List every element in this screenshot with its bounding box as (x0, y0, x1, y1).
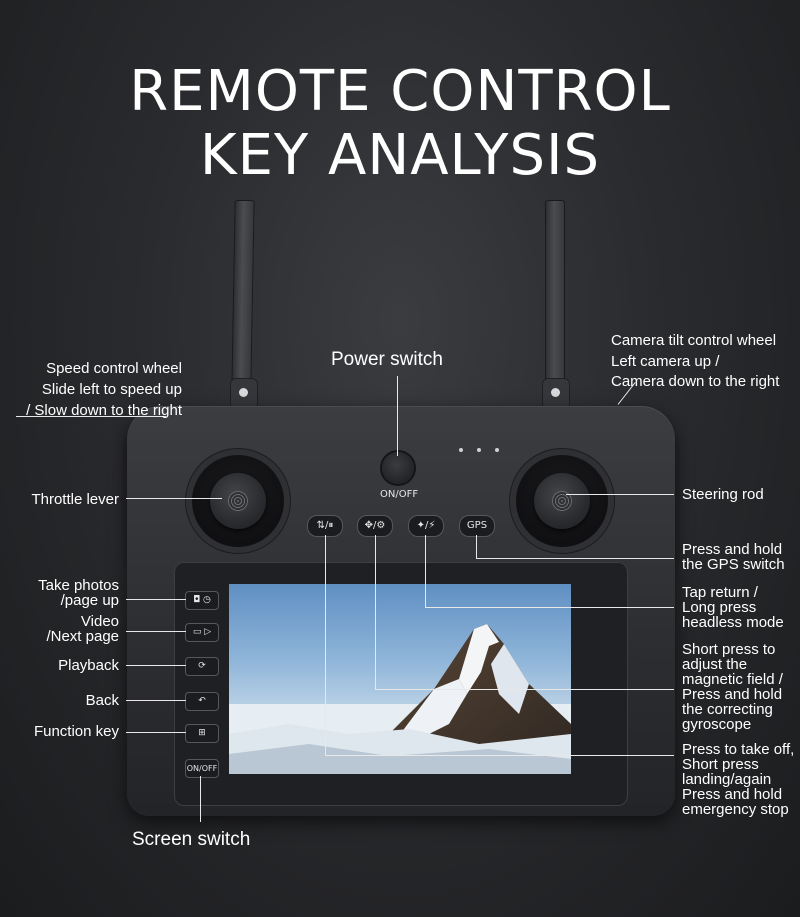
label-line: emergency stop (682, 801, 789, 818)
joystick-icon (210, 473, 266, 529)
joystick-icon (534, 473, 590, 529)
label-line: Short press to (682, 641, 776, 658)
throttle-stick[interactable] (192, 455, 284, 547)
leader-gps-h (476, 558, 674, 559)
steering-stick[interactable] (516, 455, 608, 547)
label-camera-tilt: Camera tilt control wheel Left camera up… (611, 331, 779, 393)
back-button[interactable]: ↶ (185, 692, 219, 711)
label-line: Tap return / (682, 584, 758, 601)
label-line: Press and hold (682, 786, 783, 803)
label-line: Video (80, 613, 119, 630)
label-tap-return: Tap return / Long press headless mode (682, 585, 784, 630)
leader-playback (126, 665, 186, 666)
leader-magnetic-v (375, 535, 376, 690)
leader-takeoff-h (325, 755, 674, 756)
label-line: Speed control wheel (46, 360, 182, 377)
leader-return-v (425, 535, 426, 608)
photo-page-up-button[interactable]: ◘ ◷ (185, 591, 219, 610)
indicator-dot (495, 448, 499, 452)
display-screen (229, 584, 571, 774)
label-line: Left camera up / (611, 352, 720, 370)
label-line: /Next page (46, 628, 119, 645)
label-power-switch: Power switch (331, 349, 443, 370)
label-function-key: Function key (33, 723, 119, 740)
leader-steering (566, 494, 674, 495)
label-throttle: Throttle lever (31, 491, 119, 508)
label-line: / Slow down to the right (26, 402, 182, 419)
leader-speed (16, 416, 166, 417)
label-line: landing/again (682, 771, 772, 788)
label-playback: Playback (58, 657, 119, 674)
label-line: headless mode (682, 614, 784, 631)
label-line: Press to take off, (682, 741, 795, 758)
label-take-photos: Take photos /page up (38, 578, 119, 608)
leader-gps-v (476, 535, 477, 559)
label-gps: Press and hold the GPS switch (682, 542, 785, 572)
leader-function (126, 732, 186, 733)
label-line: Slide left to speed up (41, 381, 182, 398)
label-back: Back (85, 692, 119, 709)
label-line: Press and hold (682, 541, 783, 558)
antenna-left-hinge (230, 378, 258, 410)
label-line: the correcting (682, 701, 773, 718)
label-take-off: Press to take off, Short press landing/a… (682, 742, 794, 817)
video-next-page-button[interactable]: ▭ ▷ (185, 623, 219, 642)
leader-screen-switch (200, 776, 201, 822)
gps-button[interactable]: GPS (459, 515, 495, 537)
leader-photo (126, 599, 186, 600)
label-video: Video /Next page (46, 614, 119, 644)
leader-takeoff-v (325, 535, 326, 756)
power-caption: ON/OFF (380, 489, 419, 500)
leader-throttle (126, 498, 222, 499)
label-line: Short press (682, 756, 759, 773)
label-line: Press and hold (682, 686, 783, 703)
label-line: adjust the (682, 656, 748, 673)
leader-magnetic-h (375, 689, 674, 690)
label-line: the GPS switch (682, 556, 785, 573)
indicator-dot (459, 448, 463, 452)
power-button[interactable] (382, 452, 414, 484)
return-headless-button[interactable]: ✦/⚡ (408, 515, 444, 537)
label-line: Take photos (38, 577, 119, 594)
page-title-line2: KEY ANALYSIS (199, 123, 601, 188)
label-line: magnetic field / (682, 671, 783, 688)
label-line: Camera down to the right (611, 373, 780, 390)
label-speed-wheel: Speed control wheel Slide left to speed … (26, 358, 182, 421)
screen-switch-button[interactable]: ON/OFF (185, 759, 219, 778)
antenna-right-icon (545, 200, 565, 388)
antenna-left-icon (231, 200, 255, 388)
takeoff-land-button[interactable]: ⇅/⏸ (307, 515, 343, 537)
label-line: Long press (682, 599, 757, 616)
label-short-press: Short press to adjust the magnetic field… (682, 642, 783, 732)
calibrate-button[interactable]: ✥/⚙ (357, 515, 393, 537)
leader-return-h (425, 607, 674, 608)
indicator-dot (477, 448, 481, 452)
leader-video (126, 631, 186, 632)
page-title-line1: REMOTE CONTROL (129, 59, 671, 124)
mountain-image (229, 624, 571, 774)
leader-power (397, 376, 398, 456)
label-steering: Steering rod (682, 486, 764, 503)
label-screen-switch: Screen switch (132, 829, 251, 850)
leader-back (126, 700, 186, 701)
playback-button[interactable]: ⟳ (185, 657, 219, 676)
function-key-button[interactable]: ⊞ (185, 724, 219, 743)
label-line: Camera tilt control wheel (611, 332, 777, 349)
label-line: gyroscope (682, 716, 752, 733)
label-line: /page up (60, 592, 119, 609)
